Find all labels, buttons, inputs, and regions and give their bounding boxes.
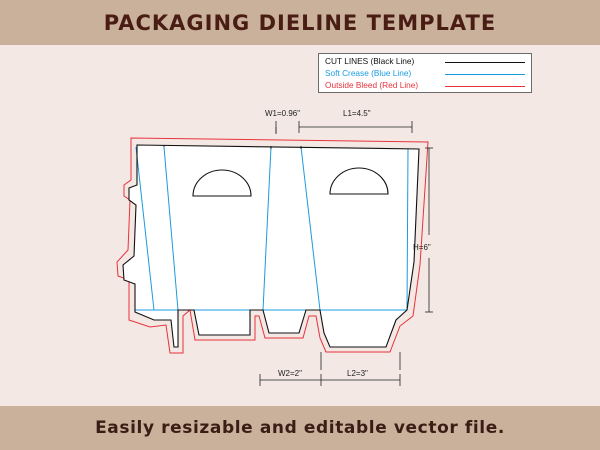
header-band: PACKAGING DIELINE TEMPLATE xyxy=(0,0,600,45)
legend-crease-line xyxy=(445,74,525,75)
legend-bleed-label: Outside Bleed (Red Line) xyxy=(325,80,419,90)
legend-bleed-line xyxy=(445,86,525,87)
dimension-lines xyxy=(259,121,433,386)
footer-band: Easily resizable and editable vector fil… xyxy=(0,406,600,450)
bleed-outline xyxy=(116,137,429,354)
cut-fold-lines xyxy=(163,145,302,149)
handle-cutout-left xyxy=(192,169,252,197)
handle-cutout-right xyxy=(329,167,389,195)
dim-l2: L2=3" xyxy=(347,369,368,378)
dim-w2: W2=2" xyxy=(278,369,302,378)
dim-l1: L1=4.5" xyxy=(343,109,371,118)
legend-cut-line xyxy=(445,62,525,63)
legend-cut-label: CUT LINES (Black Line) xyxy=(325,56,415,66)
page-title: PACKAGING DIELINE TEMPLATE xyxy=(103,10,497,35)
dim-h: H=6" xyxy=(413,243,431,252)
dim-w1: W1=0.96" xyxy=(265,109,300,118)
footer-text: Easily resizable and editable vector fil… xyxy=(95,418,505,438)
line-legend: CUT LINES (Black Line) Soft Crease (Blue… xyxy=(318,53,532,93)
cut-outline xyxy=(122,144,420,348)
legend-crease-label: Soft Crease (Blue Line) xyxy=(325,68,412,78)
